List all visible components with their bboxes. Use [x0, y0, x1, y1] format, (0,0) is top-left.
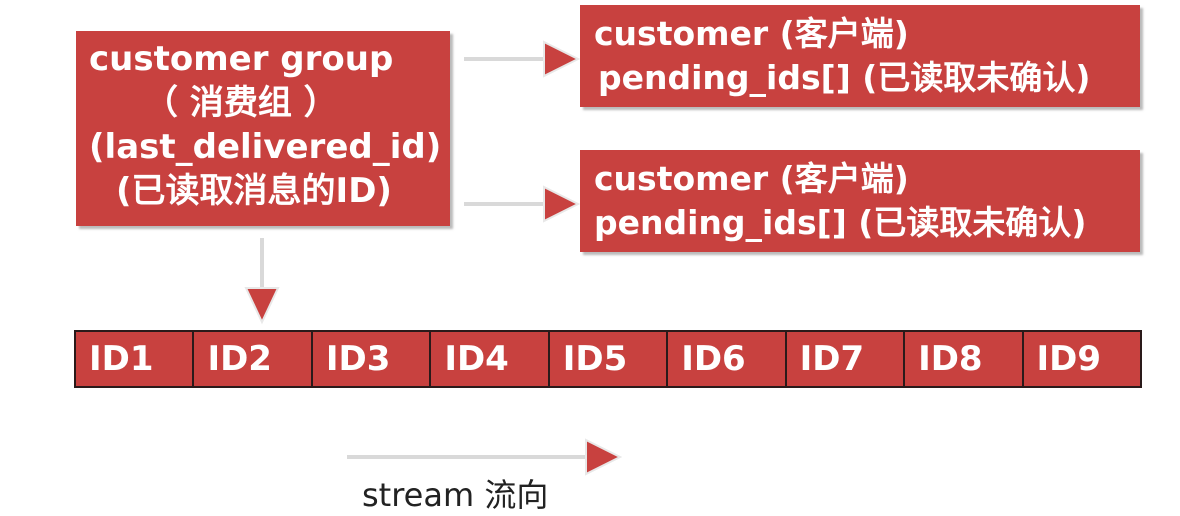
group-title: customer group [89, 39, 394, 79]
stream-bar: ID1 ID2 ID3 ID4 ID5 ID6 ID7 ID8 ID9 [74, 330, 1142, 388]
arrow-down-to-id2 [244, 238, 280, 325]
stream-id-cell: ID9 [1036, 339, 1102, 379]
arrow-to-customer-1 [464, 40, 581, 78]
stream-id-cell: ID6 [668, 332, 787, 386]
customer-box-2: customer (客户端) pending_ids[] (已读取未确认) [580, 150, 1140, 252]
stream-direction-label: stream 流向 [362, 476, 549, 514]
group-subtitle: （ 消费组 ） [144, 83, 338, 123]
stream-id-cell: ID1 [76, 332, 195, 386]
stream-id-cell: ID3 [313, 332, 432, 386]
customer-title: customer (客户端) [594, 159, 909, 198]
stream-id-cell: ID7 [787, 332, 906, 386]
customer-pending: pending_ids[] (已读取未确认) [598, 58, 1091, 97]
group-last-delivered-desc: (已读取消息的ID) [116, 171, 392, 211]
stream-id-cell: ID5 [550, 332, 669, 386]
group-last-delivered: (last_delivered_id) [89, 127, 442, 167]
customer-box-1: customer (客户端) pending_ids[] (已读取未确认) [580, 5, 1140, 107]
stream-id-cell: ID2 [194, 332, 313, 386]
customer-group-box: customer group （ 消费组 ） (last_delivered_i… [76, 31, 450, 226]
customer-pending: pending_ids[] (已读取未确认) [594, 203, 1087, 242]
customer-title: customer (客户端) [594, 14, 909, 53]
stream-direction-arrow [347, 438, 623, 476]
arrow-to-customer-2 [464, 185, 581, 223]
stream-id-cell: ID4 [431, 332, 550, 386]
stream-id-cell: ID8 [905, 332, 1024, 386]
